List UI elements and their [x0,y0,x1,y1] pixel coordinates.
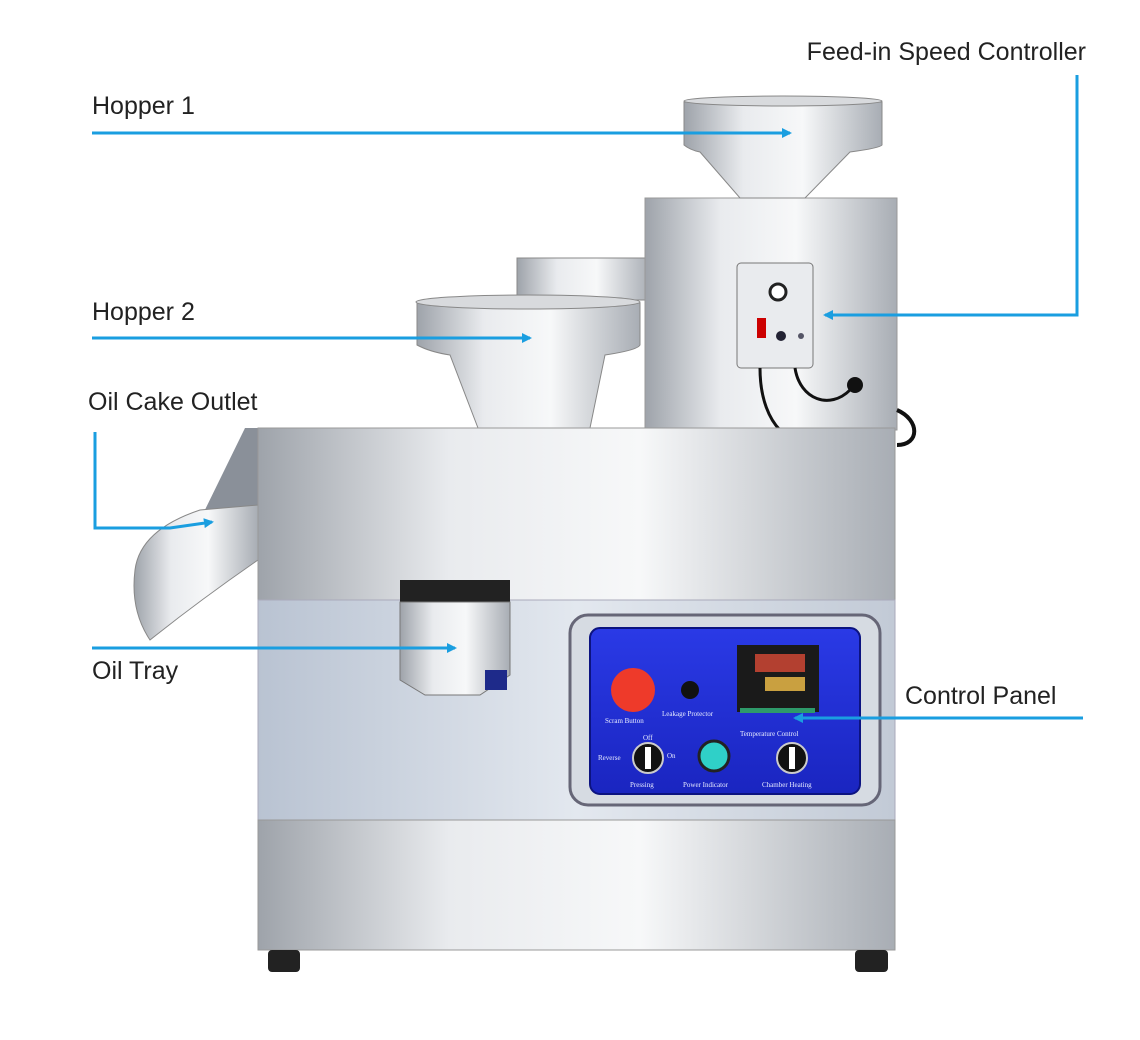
oil-cake-arrow [93,432,214,530]
pressing-label: Pressing [630,781,654,789]
heating-label: Chamber Heating [762,781,812,789]
callout-arrows [92,75,1083,723]
reverse-label: Reverse [598,754,621,762]
hopper1-label: Hopper 1 [92,92,195,120]
speed-controller-box [736,262,917,447]
foot [855,950,888,972]
oil-cake-chute [133,428,259,641]
leakage-protector [681,681,699,699]
control-panel: Scram Button Leakage Protector Temperatu… [568,613,882,807]
off-label: Off [643,734,653,742]
scram-label: Scram Button [605,717,644,725]
feed-controller-label: Feed-in Speed Controller [806,38,1086,66]
temperature-label: Temperature Control [740,730,798,738]
power-indicator-light [697,739,731,773]
on-label: On [667,752,676,760]
oil-tray-label: Oil Tray [92,657,179,685]
oil-cake-outlet-label: Oil Cake Outlet [88,388,258,416]
back-plate [516,257,651,301]
power-label: Power Indicator [683,781,729,789]
main-body [257,427,896,601]
foot [268,950,300,972]
hopper-2 [415,294,641,429]
feed-controller-arrow [823,75,1079,320]
hopper2-label: Hopper 2 [92,298,195,326]
control-panel-label: Control Panel [905,682,1057,710]
hopper-1 [683,95,883,199]
leakage-label: Leakage Protector [662,710,714,718]
oil-tray [399,580,511,696]
scram-button [611,668,655,712]
base [257,819,896,951]
